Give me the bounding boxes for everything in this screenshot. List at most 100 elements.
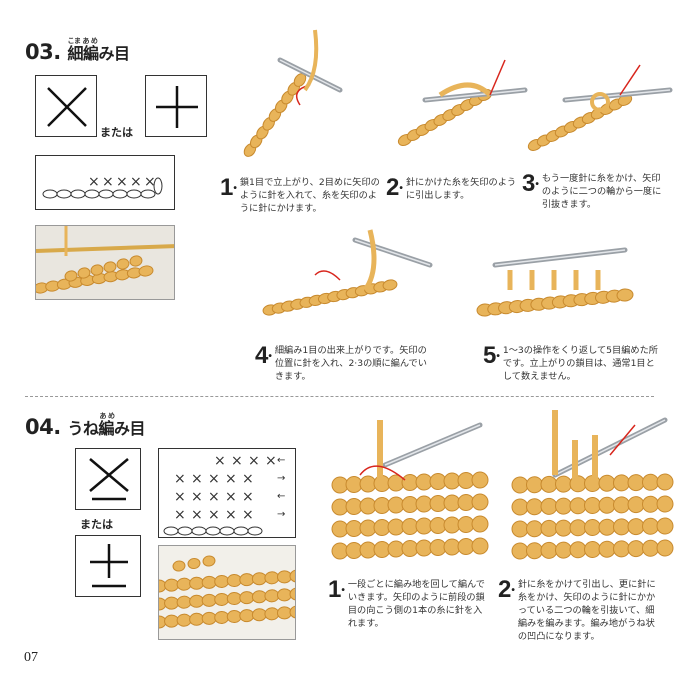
hook-highlight bbox=[564, 89, 671, 101]
yarn-loop bbox=[642, 473, 659, 491]
step-number: 3 bbox=[522, 172, 539, 197]
yarn-loop bbox=[627, 518, 645, 536]
yarn-loop bbox=[656, 517, 674, 535]
x-symbol: × bbox=[191, 507, 203, 523]
sample-photo bbox=[35, 225, 175, 300]
yarn-loop bbox=[540, 519, 558, 537]
x-symbol: × bbox=[130, 174, 142, 190]
x-symbol: × bbox=[88, 174, 100, 190]
yarn-loop bbox=[569, 519, 587, 537]
chain-symbol bbox=[140, 189, 156, 199]
step-number: 1 bbox=[220, 176, 237, 201]
step-number: 1 bbox=[328, 578, 345, 603]
step-3-illustration bbox=[527, 64, 673, 151]
yarn-loop bbox=[289, 587, 295, 601]
x-symbol: × bbox=[208, 507, 220, 523]
step-03-4: 4細編み1目の出来上がりです。矢印の位置に針を入れ、2·3の順に編んでいきます。 bbox=[255, 344, 435, 383]
yarn-loop bbox=[511, 520, 529, 538]
step-5-illustration bbox=[476, 247, 634, 317]
chain-symbol bbox=[84, 189, 100, 199]
step-text: 鎖1目で立上がり、2目めに矢印のように針を入れて、糸を矢印のように針にかけます。 bbox=[239, 177, 380, 214]
hook-highlight bbox=[384, 424, 481, 466]
yarn-loop bbox=[616, 288, 634, 302]
yarn-loop bbox=[642, 495, 659, 513]
x-symbol: × bbox=[208, 471, 220, 487]
yarn-loop bbox=[540, 497, 558, 515]
arrow-icon bbox=[619, 64, 641, 96]
yarn-loop bbox=[627, 540, 645, 558]
yarn-loop bbox=[555, 519, 572, 537]
x-symbol-icon bbox=[47, 87, 87, 127]
direction-arrow: ← bbox=[277, 455, 285, 466]
yarn-loop bbox=[656, 473, 674, 491]
step-2-illustration bbox=[397, 59, 528, 147]
direction-arrow: → bbox=[277, 509, 285, 520]
chain-symbol bbox=[163, 526, 179, 536]
heading-text: 細編み目 bbox=[67, 44, 131, 63]
ruby-text: あ め bbox=[99, 412, 115, 420]
ridge-sample-photo bbox=[158, 545, 296, 640]
x-symbol: × bbox=[174, 471, 186, 487]
arrow-icon bbox=[359, 465, 406, 481]
plus-underline-symbol-icon bbox=[90, 544, 128, 588]
step-4-illustration bbox=[262, 229, 433, 316]
ridge-stitch-chart: ××××←×××××→×××××←×××××→ bbox=[158, 448, 296, 538]
section-number: 04. bbox=[25, 415, 61, 439]
x-symbol: × bbox=[191, 489, 203, 505]
yarn-loop bbox=[555, 541, 572, 559]
yarn-loop bbox=[569, 541, 587, 559]
yarn-loop bbox=[598, 474, 616, 492]
step-text: 針にかけた糸を矢印のように引出します。 bbox=[405, 177, 517, 201]
chain-symbol bbox=[98, 189, 114, 199]
yarn-strand bbox=[303, 29, 319, 92]
stitch-chart: ××××× bbox=[35, 155, 175, 210]
x-symbol: × bbox=[174, 507, 186, 523]
yarn-loop bbox=[598, 496, 616, 514]
yarn-loop bbox=[116, 258, 130, 270]
yarn-loop bbox=[187, 557, 201, 570]
yarn-loop bbox=[613, 540, 630, 558]
section-divider bbox=[25, 396, 654, 397]
chain-symbol bbox=[247, 526, 263, 536]
yarn-loop bbox=[526, 542, 543, 560]
yarn-photo bbox=[36, 226, 174, 299]
yarn-loop bbox=[627, 474, 645, 492]
step-text: もう一度針に糸をかけ、矢印のように二つの輪から一度に引抜きます。 bbox=[541, 173, 662, 210]
x-symbol: × bbox=[102, 174, 114, 190]
step-text: 一段ごとに編み地を回して編んでいきます。矢印のように前段の鎖目の向こう側の1本の… bbox=[347, 579, 485, 629]
hook-highlight bbox=[494, 249, 626, 266]
yarn-loop bbox=[289, 569, 295, 583]
x-symbol: × bbox=[242, 489, 254, 505]
section-03-title: 03. こま あ め 細編み目 bbox=[25, 37, 131, 64]
hook-highlight bbox=[279, 59, 341, 91]
turning-chain bbox=[153, 177, 163, 195]
yarn-loop bbox=[526, 476, 543, 494]
chain-symbol bbox=[233, 526, 249, 536]
yarn-loop bbox=[590, 92, 610, 112]
yarn-loop bbox=[202, 555, 216, 567]
step-number: 5 bbox=[483, 344, 500, 369]
x-underline-symbol-icon bbox=[89, 458, 129, 501]
section-number: 03. bbox=[25, 40, 61, 64]
chain-symbol bbox=[177, 526, 193, 536]
yarn-loop bbox=[598, 518, 616, 536]
plus-symbol-icon bbox=[156, 86, 198, 128]
yarn-loop bbox=[613, 518, 630, 536]
section-heading: こま あ め 細編み目 bbox=[67, 37, 131, 63]
ridge-stitch-symbol-plus bbox=[75, 535, 141, 597]
chain-symbol bbox=[42, 189, 58, 199]
ridge-stitch-symbol-x bbox=[75, 448, 141, 510]
arrow-icon bbox=[314, 270, 341, 281]
step-text: 1〜3の操作をくり返して5目編めた所です。立上がりの鎖目は、通常1目として数えま… bbox=[502, 345, 658, 382]
x-symbol: × bbox=[265, 453, 277, 469]
yarn-loop bbox=[511, 498, 529, 516]
yarn-loop bbox=[584, 541, 601, 558]
yarn-loop bbox=[526, 520, 543, 538]
yarn-loop bbox=[90, 264, 104, 276]
yarn-loop bbox=[555, 475, 572, 493]
yarn-loop bbox=[642, 539, 659, 557]
step-number: 2 bbox=[386, 176, 403, 201]
yarn-loop bbox=[138, 265, 154, 277]
chart-diagram: ××××× bbox=[42, 174, 163, 199]
yarn-loop bbox=[382, 279, 398, 291]
